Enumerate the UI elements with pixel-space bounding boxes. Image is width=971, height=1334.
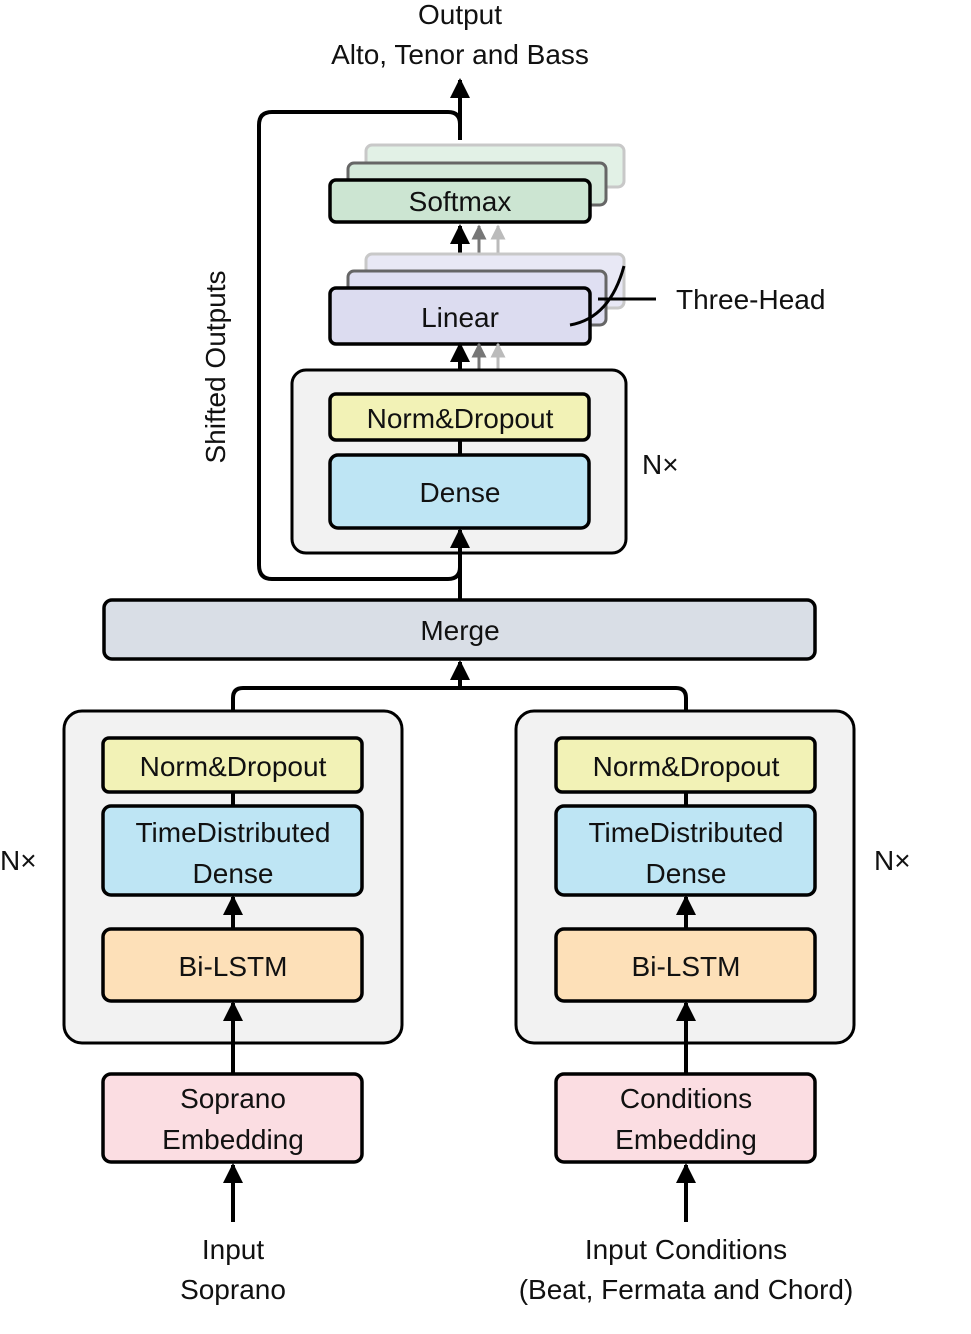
top-norm-dropout-label: Norm&Dropout — [367, 403, 554, 434]
softmax-label: Softmax — [409, 186, 512, 217]
left-bilstm-label: Bi-LSTM — [179, 951, 288, 982]
right-td-dense-label-1: TimeDistributed — [588, 817, 783, 848]
right-td-dense-label-2: Dense — [646, 858, 727, 889]
soprano-embedding-label-1: Soprano — [180, 1083, 286, 1114]
soprano-embedding-label-2: Embedding — [162, 1124, 304, 1155]
right-bilstm-label: Bi-LSTM — [632, 951, 741, 982]
soprano-input-label-1: Input — [202, 1234, 264, 1265]
conditions-input-label-2: (Beat, Fermata and Chord) — [519, 1274, 854, 1305]
left-td-dense-label-2: Dense — [193, 858, 274, 889]
soprano-input-label-2: Soprano — [180, 1274, 286, 1305]
conditions-embedding-label-2: Embedding — [615, 1124, 757, 1155]
right-repeat-label: N× — [874, 845, 911, 876]
top-repeat-label: N× — [642, 449, 679, 480]
output-title: Output — [418, 0, 502, 30]
left-td-dense-label-1: TimeDistributed — [135, 817, 330, 848]
merge-box — [102, 598, 817, 661]
three-head-brace — [569, 265, 626, 327]
conditions-embedding-box — [554, 1072, 817, 1164]
left-repeat-label: N× — [0, 845, 37, 876]
three-head-label: Three-Head — [676, 284, 825, 315]
left-norm-dropout-label: Norm&Dropout — [140, 751, 327, 782]
output-subtitle: Alto, Tenor and Bass — [331, 39, 589, 70]
softmax-box — [328, 178, 592, 224]
soprano-embedding-box — [101, 1072, 364, 1164]
conditions-embedding-label-1: Conditions — [620, 1083, 752, 1114]
linear-label: Linear — [421, 302, 499, 333]
conditions-input-label-1: Input Conditions — [585, 1234, 787, 1265]
merge-label: Merge — [420, 615, 499, 646]
shifted-outputs-loop — [257, 110, 462, 581]
right-norm-dropout-label: Norm&Dropout — [593, 751, 780, 782]
top-dense-label: Dense — [420, 477, 501, 508]
shifted-outputs-label: Shifted Outputs — [200, 270, 231, 463]
